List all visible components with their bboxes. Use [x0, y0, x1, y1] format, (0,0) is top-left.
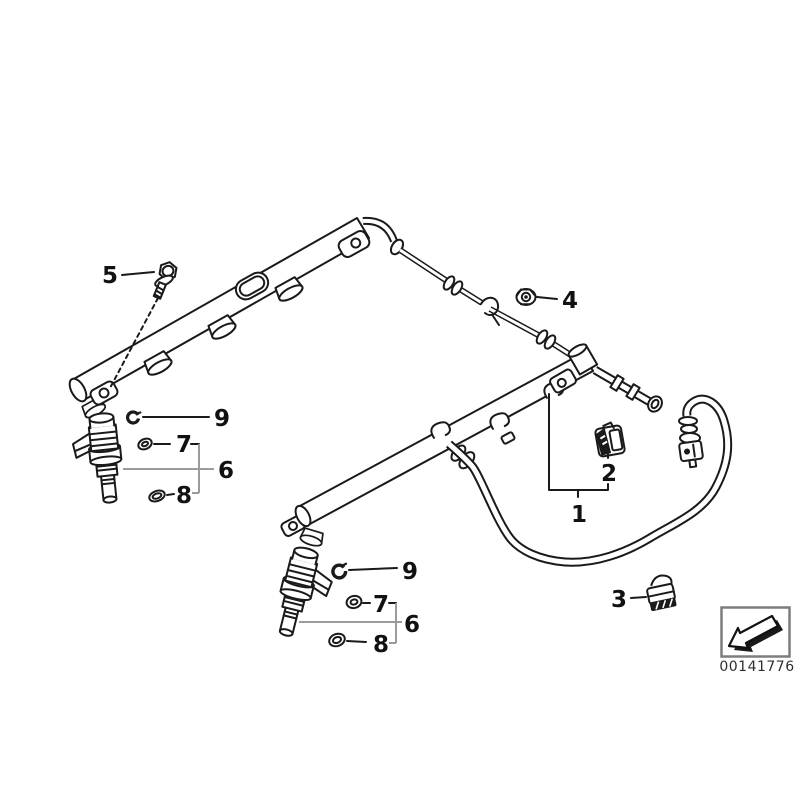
outlet-end-hole — [650, 398, 660, 410]
outlet-ferrule — [625, 383, 641, 401]
callout-8: 8 — [176, 483, 192, 509]
callout-7: 7 — [176, 432, 192, 458]
stamp-arrow-icon — [727, 614, 780, 650]
circlip-left — [126, 410, 142, 425]
line-clamp — [480, 296, 500, 326]
image-stamp: 00141776 — [719, 606, 794, 675]
rail-left-end-opening — [68, 377, 88, 403]
hose-holder — [646, 574, 677, 612]
rail-right-bracket — [549, 368, 577, 394]
callout-2: 2 — [601, 461, 617, 487]
callout-4: 4 — [562, 288, 578, 314]
callout-5: 5 — [102, 263, 118, 289]
rail-right-end-opening — [294, 504, 312, 528]
callout-6: 6 — [404, 612, 420, 638]
line-ferrule — [543, 334, 557, 350]
o-ring-lower-lower-group — [328, 632, 346, 648]
hex-flange-nut — [515, 288, 537, 306]
injector-port — [298, 526, 326, 549]
rail-left-mount-tab — [89, 380, 119, 406]
rail-right-mount-tab — [280, 515, 306, 537]
fuel-rail-left — [68, 217, 371, 421]
line-ferrule — [442, 275, 456, 291]
circlip-lower — [331, 562, 348, 580]
callout-9: 9 — [402, 559, 418, 585]
callout-7: 7 — [373, 592, 389, 618]
hose-quick-connector — [678, 416, 704, 469]
callout-3: 3 — [611, 587, 627, 613]
callout-6: 6 — [218, 458, 234, 484]
mounting-bolt — [152, 261, 178, 300]
o-ring-upper-lower-group — [345, 594, 363, 610]
rail-left-slot — [234, 271, 270, 301]
line-ferrule — [535, 329, 549, 345]
leader-lines — [109, 271, 647, 644]
o-ring-lower-left — [148, 489, 166, 503]
fuel-rail-right — [280, 343, 663, 549]
callout-1: 1 — [571, 502, 587, 528]
line-ferrule — [450, 280, 464, 296]
fuel-injector-left — [71, 410, 127, 506]
o-ring-upper-left — [137, 437, 153, 451]
retaining-clip — [594, 421, 626, 458]
outlet-ferrule — [609, 374, 625, 392]
stamp-code: 00141776 — [719, 659, 794, 675]
fuel-hose — [446, 394, 733, 567]
fuel-feed-line — [362, 216, 579, 362]
fuel-injector-lower — [269, 543, 333, 641]
rail-left-mount-tab — [337, 230, 371, 258]
rail-right-end-fitting — [567, 343, 599, 376]
callout-labels: 5 4 9 7 6 8 9 7 6 8 2 1 3 — [102, 263, 627, 658]
callout-9: 9 — [214, 406, 230, 432]
rail-tab — [500, 431, 516, 445]
callout-8: 8 — [373, 632, 389, 658]
